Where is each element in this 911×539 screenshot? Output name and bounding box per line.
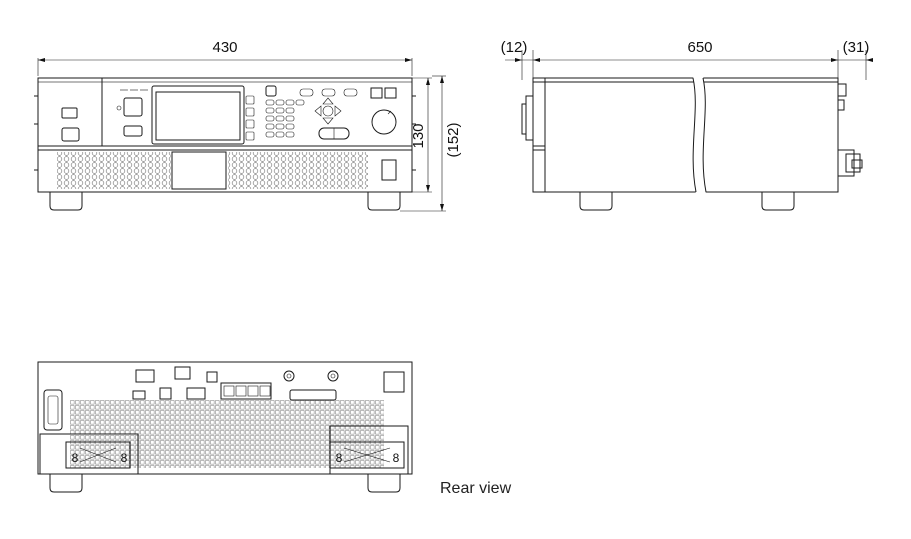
- front-vent-left: [57, 152, 171, 189]
- overall-height-dimension: (152): [400, 75, 462, 212]
- rear-foot-left: [49, 474, 83, 493]
- side-view: (12) 650 (31): [501, 39, 873, 211]
- rear-foot-right: [367, 474, 401, 493]
- terminal-mark-2: 8: [121, 451, 128, 465]
- side-chassis: [532, 77, 839, 193]
- rear-view: 8 8 8 8 Rear view: [37, 361, 512, 497]
- side-foot-rear: [761, 192, 795, 211]
- bnc-connector-1: [283, 370, 295, 382]
- height-label: 130: [410, 123, 427, 148]
- depth-label: 650: [687, 39, 712, 56]
- bnc-connector-2: [327, 370, 339, 382]
- front-foot-right: [367, 192, 401, 211]
- rotary-knob: [371, 109, 397, 135]
- front-view: 430: [34, 39, 462, 212]
- terminal-mark-4: 8: [393, 451, 400, 465]
- numeric-keypad: [265, 99, 305, 138]
- power-switch: [61, 107, 78, 119]
- overall-height-label: (152): [445, 122, 462, 157]
- lan-port: [174, 366, 191, 380]
- usb-port: [135, 369, 155, 383]
- front-vent-right: [228, 152, 368, 189]
- rear-connectors-side: [837, 83, 863, 177]
- front-foot-left: [49, 192, 83, 211]
- rear-view-caption: Rear view: [440, 480, 512, 497]
- height-dimension: 130: [400, 77, 432, 193]
- width-dimension: 430: [37, 39, 413, 76]
- front-protrusion-label: (12): [501, 39, 528, 56]
- terminal-mark-1: 8: [72, 451, 79, 465]
- arrow-keys: [314, 97, 342, 125]
- rear-protrusion-label: (31): [843, 39, 870, 56]
- io-terminal-block: [220, 382, 272, 400]
- dsub-connector: [289, 389, 337, 401]
- output-terminal-right: [329, 441, 405, 469]
- width-label: 430: [212, 39, 237, 56]
- depth-dimensions: (12) 650 (31): [501, 39, 873, 80]
- terminal-mark-3: 8: [336, 451, 343, 465]
- rear-chassis: [37, 361, 413, 475]
- output-terminal-left: [65, 441, 131, 469]
- display-screen: [151, 85, 245, 145]
- side-foot-front: [579, 192, 613, 211]
